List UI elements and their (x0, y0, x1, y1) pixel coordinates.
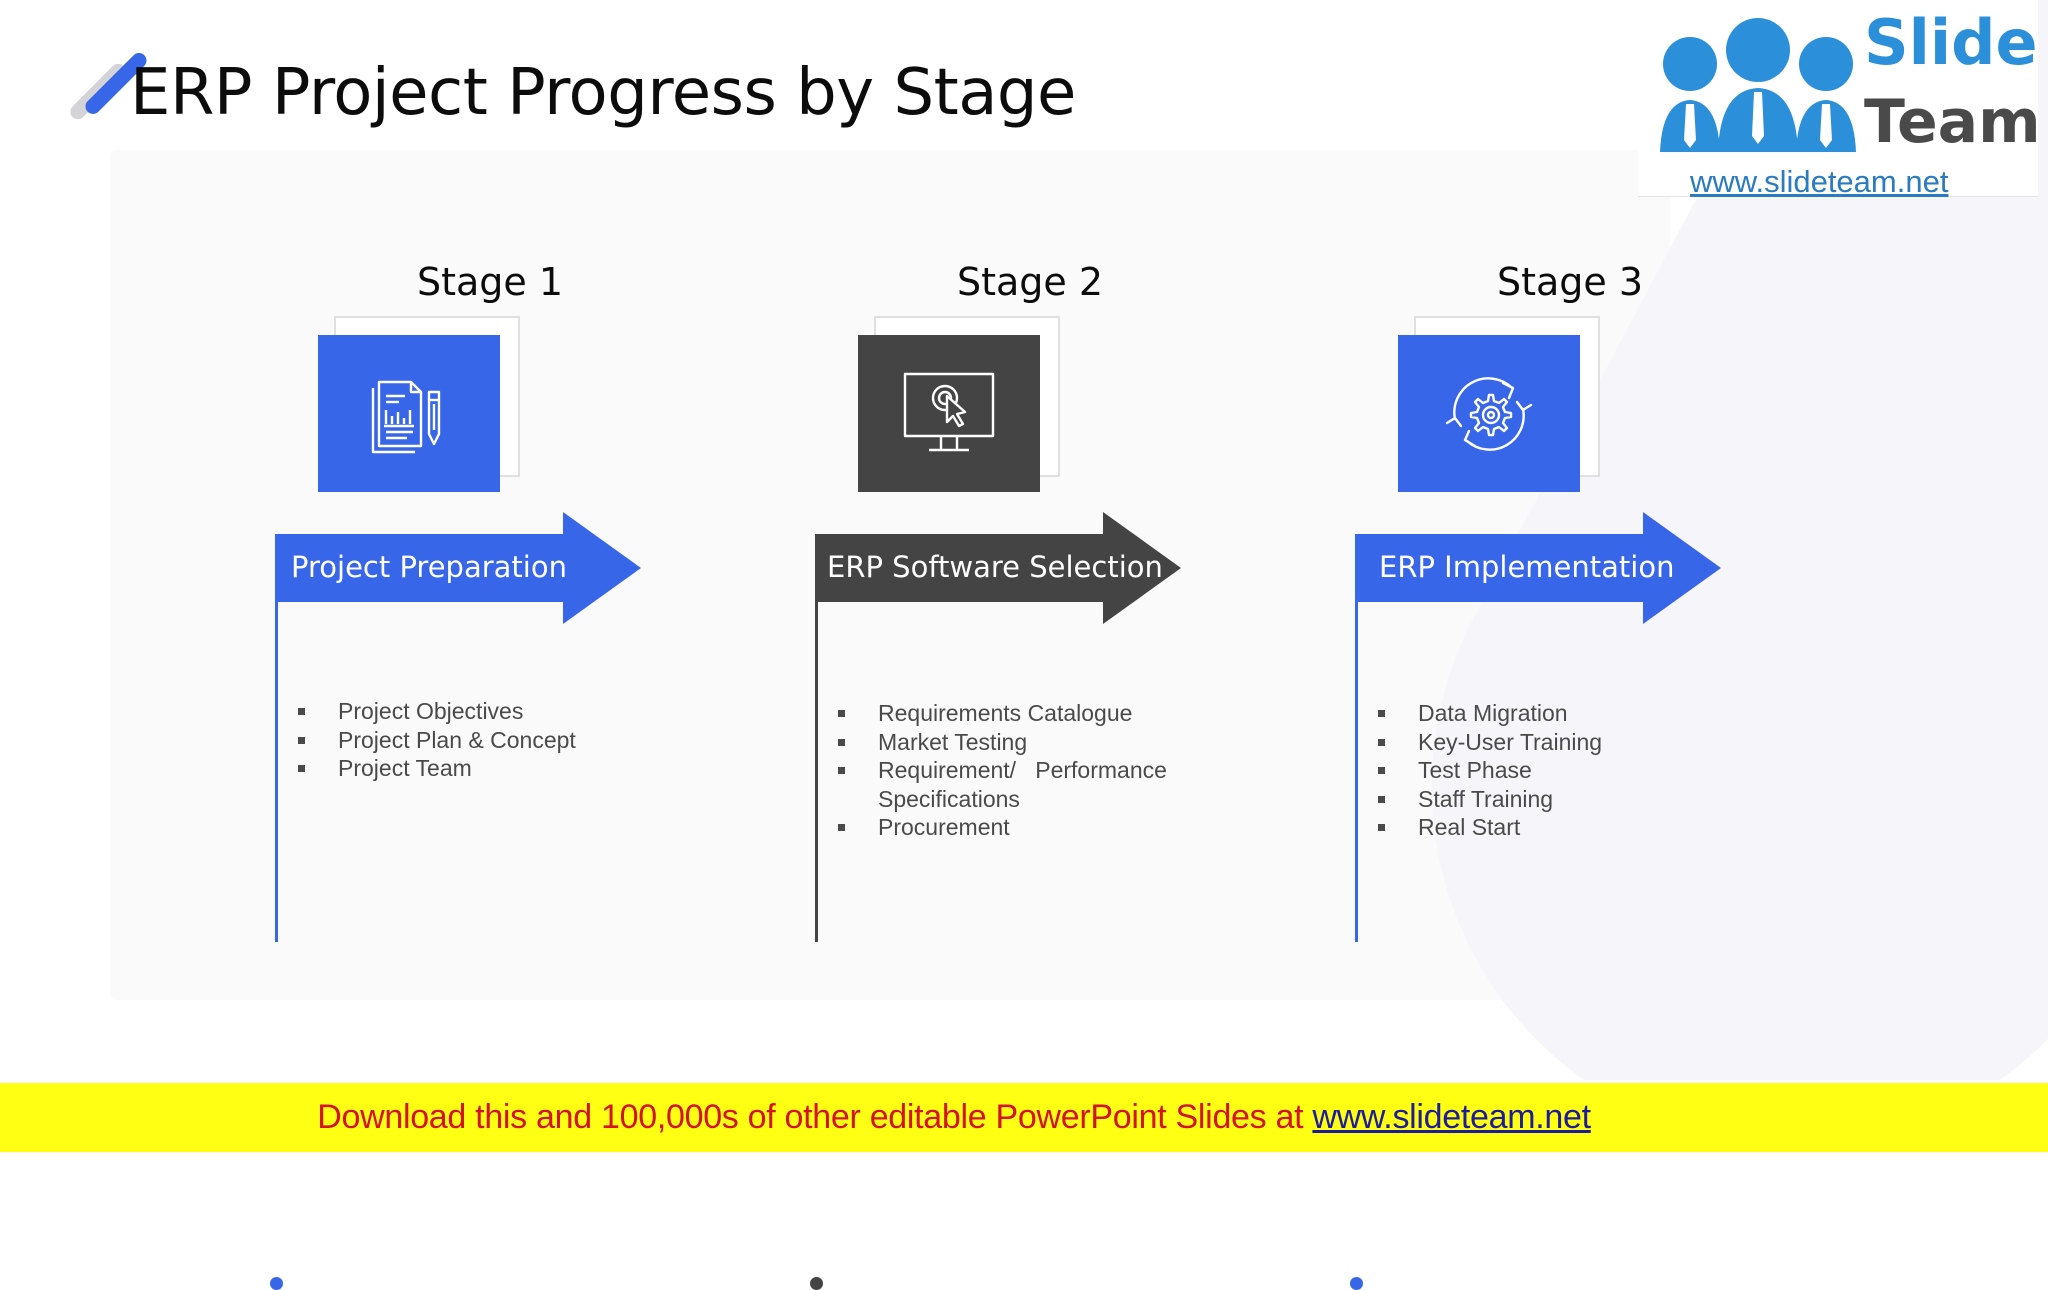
stage-bullet-list: Data Migration Key-User Training Test Ph… (1377, 699, 1602, 842)
list-item: Real Start (1377, 813, 1602, 842)
pole-dot (1350, 1277, 1363, 1290)
stage-arrow (1355, 512, 1721, 624)
stage-icon-tile (858, 335, 1040, 492)
banner-message: Download this and 100,000s of other edit… (317, 1098, 1313, 1136)
arrow-label: ERP Implementation (1379, 550, 1675, 584)
stage-arrow (275, 512, 641, 624)
logo-url-link[interactable]: www.slideteam.net (1690, 164, 1949, 199)
list-item: Data Migration (1377, 699, 1602, 728)
stage-title: Stage 2 (956, 260, 1104, 304)
stage-pole (1350, 590, 1363, 1290)
team-people-icon (1660, 18, 1856, 152)
stage-icon-tile (1398, 335, 1580, 492)
stage-title: Stage 1 (416, 260, 564, 304)
stage-arrow (815, 512, 1181, 624)
title-accent-icon (56, 44, 150, 123)
list-item: Key-User Training (1377, 728, 1602, 757)
stage-bullet-list: Project Objectives Project Plan & Concep… (297, 697, 576, 783)
list-item: Project Team (297, 754, 576, 783)
stage-title: Stage 3 (1496, 260, 1644, 304)
banner-text: Download this and 100,000s of other edit… (317, 1098, 1591, 1137)
logo-word-team: Team (1864, 87, 2041, 157)
document-report-pen-icon (371, 380, 441, 453)
banner-link[interactable]: www.slideteam.net (1312, 1098, 1591, 1136)
list-item: Project Objectives (297, 697, 576, 726)
list-item: Project Plan & Concept (297, 726, 576, 755)
slideteam-logo[interactable]: Slide Team www.slideteam.net (1638, 0, 2041, 199)
list-item: Procurement (837, 813, 1167, 842)
list-item: Market Testing (837, 728, 1167, 757)
list-item-continuation: Specifications (878, 785, 1020, 812)
stage-1: Stage 1 Project Preparation Project Ob (270, 250, 695, 1290)
stage-icon-tile (318, 335, 500, 492)
arrow-label: Project Preparation (291, 550, 567, 584)
list-item: Requirement/ Performance (837, 756, 1167, 785)
list-item: Staff Training (1377, 785, 1602, 814)
monitor-click-icon (903, 372, 995, 451)
logo-word-slide: Slide (1864, 6, 2038, 79)
stage-pole (810, 590, 823, 1290)
arrow-label: ERP Software Selection (827, 550, 1163, 584)
stage-3: Stage 3 ERP Implementation Data Migratio… (1350, 250, 1775, 1290)
download-banner: Download this and 100,000s of other edit… (0, 1083, 2048, 1152)
pole-dot (270, 1277, 283, 1290)
pole-dot (810, 1277, 823, 1290)
list-item: Test Phase (1377, 756, 1602, 785)
gear-refresh-icon (1445, 376, 1533, 451)
stage-2: Stage 2 ERP Software Selection Requireme… (810, 250, 1235, 1290)
stage-bullet-list: Requirements Catalogue Market Testing Re… (837, 699, 1167, 842)
page-title: ERP Project Progress by Stage (130, 56, 1076, 130)
stage-pole (270, 590, 283, 1290)
list-item: Requirements Catalogue (837, 699, 1167, 728)
